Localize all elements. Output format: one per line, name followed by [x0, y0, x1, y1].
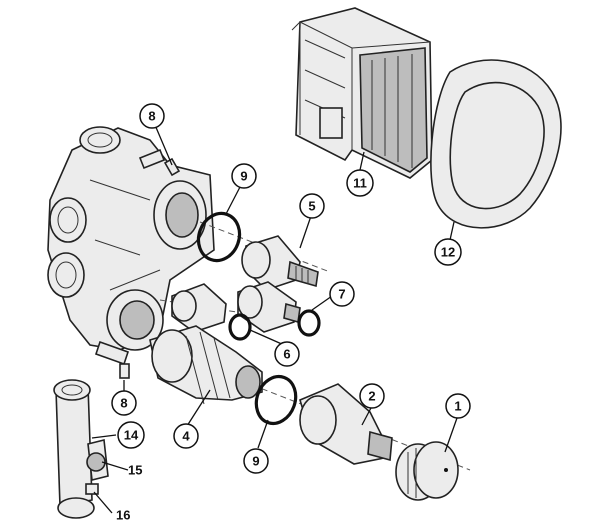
- callout-8-lower: 8: [111, 390, 137, 416]
- callout-9-lower: 9: [243, 448, 269, 474]
- leader-12: [449, 221, 455, 241]
- part-9-o-ring-lower: [254, 374, 298, 426]
- callout-8-upper: 8: [139, 103, 165, 129]
- callout-6: 6: [274, 341, 300, 367]
- svg-text:15: 15: [128, 463, 142, 478]
- part-2-adapter: [299, 383, 393, 465]
- svg-text:9: 9: [240, 169, 247, 184]
- part-7-o-ring: [297, 309, 321, 337]
- leader-14: [91, 434, 117, 439]
- part-12-trim-plate: [430, 59, 562, 229]
- svg-text:14: 14: [124, 428, 139, 443]
- svg-text:16: 16: [116, 508, 130, 523]
- part-5-cartridge-stem: [241, 235, 319, 291]
- svg-text:2: 2: [368, 389, 375, 404]
- part-9-o-ring-upper: [196, 211, 242, 263]
- svg-text:8: 8: [148, 109, 155, 124]
- leader-9-lower: [257, 419, 269, 449]
- part-11-housing-box: [291, 7, 433, 179]
- leader-1: [444, 417, 458, 453]
- callout-11: 11: [346, 169, 374, 197]
- leader-7: [311, 295, 333, 311]
- part-6-o-ring: [228, 313, 252, 341]
- leader-6: [249, 329, 285, 346]
- part-14-16-stop-valve: [53, 379, 109, 519]
- part-7-cartridge: [237, 281, 301, 333]
- callout-1: 1: [445, 393, 471, 419]
- callout-7: 7: [329, 281, 355, 307]
- svg-text:9: 9: [252, 454, 259, 469]
- label-16: 16: [116, 508, 130, 523]
- leader-16: [93, 491, 113, 514]
- leader-4: [186, 389, 211, 427]
- valve-body: [47, 126, 215, 366]
- callout-9-upper: 9: [231, 163, 257, 189]
- leader-11: [359, 151, 365, 171]
- leader-2: [361, 405, 373, 426]
- callout-14: 14: [117, 421, 145, 449]
- callout-2: 2: [359, 383, 385, 409]
- svg-text:11: 11: [353, 176, 367, 191]
- svg-text:6: 6: [283, 347, 290, 362]
- leader-9-upper: [225, 186, 241, 215]
- assembly-axis-upper: [199, 221, 331, 273]
- svg-text:1: 1: [454, 399, 461, 414]
- part-8-screw-upper: [154, 124, 181, 177]
- part-6-cartridge: [171, 283, 227, 333]
- part-1-handle: [395, 441, 459, 501]
- svg-text:5: 5: [308, 199, 315, 214]
- part-8-screw-lower: [119, 363, 130, 392]
- label-15: 15: [128, 463, 142, 478]
- svg-text:4: 4: [182, 429, 190, 444]
- svg-text:7: 7: [338, 287, 345, 302]
- part-4-thermostatic-cartridge: [149, 325, 263, 405]
- callout-5: 5: [299, 193, 325, 219]
- svg-text:12: 12: [441, 245, 455, 260]
- callout-4: 4: [173, 423, 199, 449]
- callout-12: 12: [434, 238, 462, 266]
- leader-5: [299, 215, 312, 249]
- svg-text:8: 8: [120, 396, 127, 411]
- leader-15: [101, 461, 129, 471]
